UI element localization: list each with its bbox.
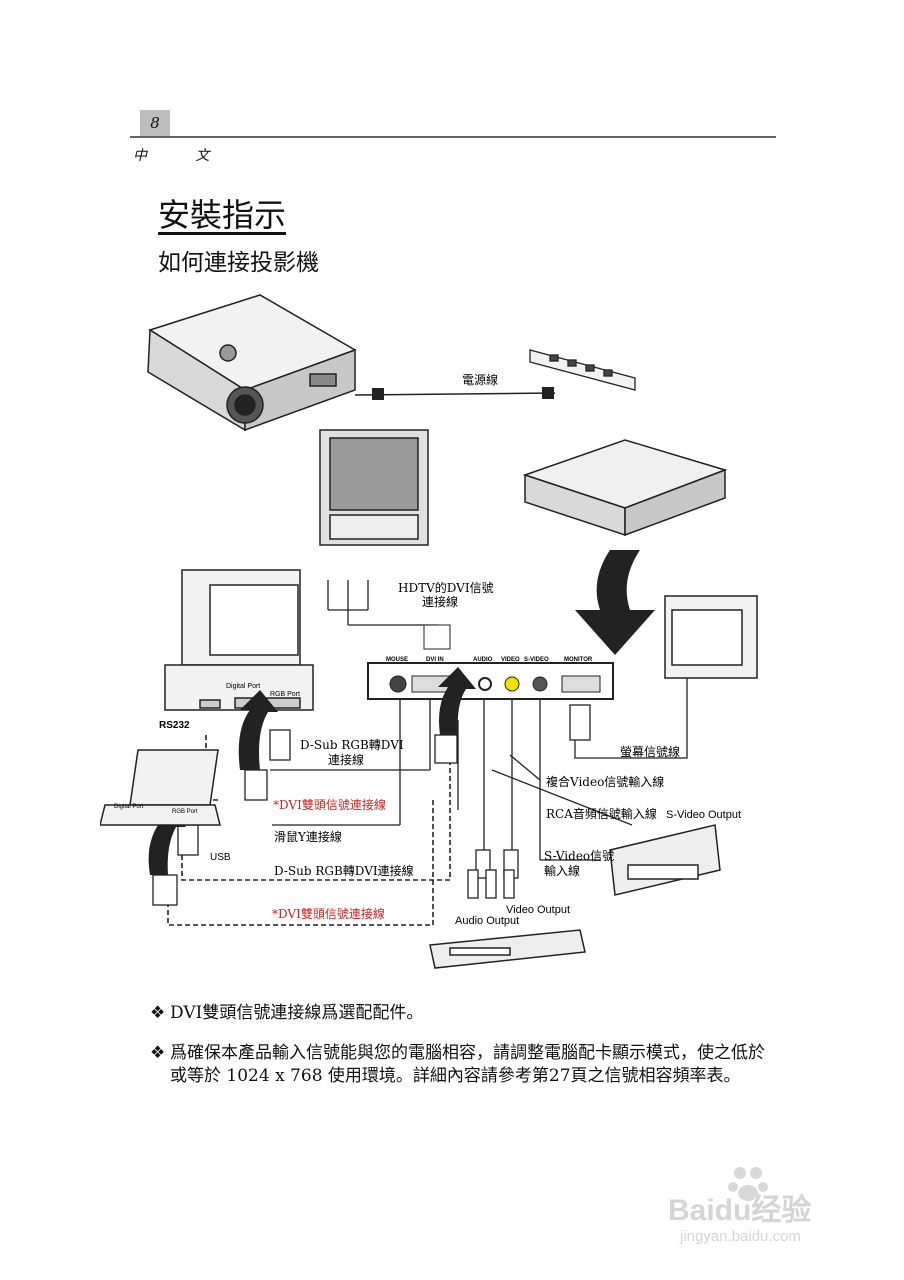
usb-label: USB: [210, 852, 231, 863]
notes-section: ❖ DVI雙頭信號連接線爲選配配件。 ❖ 爲確保本產品輸入信號能與您的電腦相容，…: [150, 1002, 770, 1105]
up-arrow-icon: [238, 690, 278, 770]
page-subtitle: 如何連接投影機: [158, 250, 319, 276]
watermark-brand: Baidu经验: [668, 1193, 811, 1227]
port-label-monitor: MONITOR: [564, 657, 593, 663]
hdtv-illustration: [319, 429, 429, 546]
dsub-dvi-label-2: 連接線: [328, 752, 364, 767]
port-label-audio: AUDIO: [473, 657, 493, 663]
svideo-deck-illustration: [609, 824, 721, 896]
rs232-label: RS232: [159, 720, 190, 731]
svideo-output-label: S-Video Output: [666, 809, 741, 821]
port-label-mouse: MOUSE: [386, 657, 408, 663]
port-label-svideo: S-VIDEO: [524, 657, 549, 663]
header-rule: [130, 136, 776, 138]
bullet-icon: ❖: [150, 1043, 166, 1063]
note-text: 爲確保本產品輸入信號能與您的電腦相容，請調整電腦配卡顯示模式，使之低於或等於 1…: [170, 1043, 765, 1086]
projector-io-panel: [367, 662, 614, 700]
laptop-digital-port-label: Digital Port: [114, 804, 144, 810]
watermark-url: jingyan.baidu.com: [679, 1228, 801, 1245]
laptop-illustration: [100, 749, 221, 826]
desktop-computer-illustration: [164, 569, 314, 711]
power-cord-label: 電源線: [462, 372, 498, 387]
paw-logo-icon: [728, 1167, 768, 1201]
dvi-dual-label-1: *DVI雙頭信號連接線: [273, 797, 386, 812]
note-item: ❖ DVI雙頭信號連接線爲選配配件。: [150, 1002, 770, 1025]
projector-illustration: [147, 294, 357, 432]
dvi-dual-label-2: *DVI雙頭信號連接線: [272, 906, 385, 921]
hdtv-dvi-label-1: HDTV的DVI信號: [398, 580, 494, 595]
monitor-signal-label: 螢幕信號線: [620, 744, 680, 759]
svideo-input-label-2: 輸入線: [544, 863, 580, 878]
hdtv-dvi-label-2: 連接線: [422, 594, 458, 609]
svideo-input-label-1: S-Video信號: [544, 849, 614, 863]
laptop-rgb-port-label: RGB Port: [172, 809, 198, 815]
bullet-icon: ❖: [150, 1003, 166, 1023]
page-number: 8: [140, 110, 170, 136]
port-label-video: VIDEO: [501, 657, 520, 663]
video-output-label: Video Output: [506, 904, 570, 916]
dsub-dvi-label-1: D-Sub RGB轉DVI: [300, 738, 404, 752]
rgb-port-label: RGB Port: [270, 691, 300, 698]
external-monitor-illustration: [664, 595, 758, 679]
power-strip: [529, 349, 636, 391]
baidu-watermark: Baidu经验 jingyan.baidu.com: [660, 1165, 870, 1245]
page-title: 安裝指示: [158, 196, 287, 234]
composite-video-label: 複合Video信號輸入線: [546, 774, 664, 789]
note-text: DVI雙頭信號連接線爲選配配件。: [170, 1003, 424, 1023]
language-label: 中 文: [133, 148, 232, 164]
mouse-y-label: 滑鼠Y連接線: [274, 829, 342, 844]
note-item: ❖ 爲確保本產品輸入信號能與您的電腦相容，請調整電腦配卡顯示模式，使之低於或等於…: [150, 1042, 770, 1088]
port-label-dvi-in: DVI IN: [426, 657, 444, 663]
rca-audio-label: RCA音頻信號輸入線: [546, 806, 657, 821]
connection-diagram: 電源線 HDTV的DVI信號 連接線 MOUSE DVI IN A: [100, 280, 800, 980]
dvd-player-illustration: [429, 929, 586, 969]
audio-output-label: Audio Output: [455, 915, 519, 927]
dsub-dvi-laptop-label: D-Sub RGB轉DVI連接線: [274, 863, 414, 878]
down-arrow-icon: [575, 550, 655, 655]
up-arrow-icon: [438, 667, 476, 735]
digital-port-label: Digital Port: [226, 683, 260, 690]
projector-rear-illustration: [522, 439, 728, 537]
